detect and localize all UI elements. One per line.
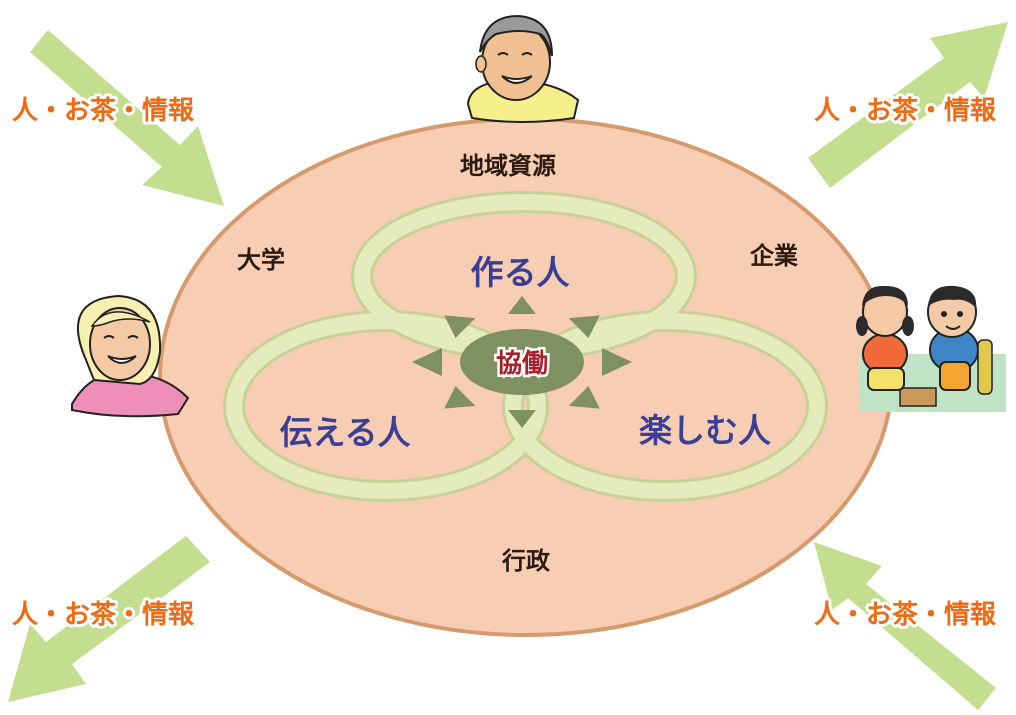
sector-university: 大学 (237, 246, 285, 274)
role-communicators: 伝える人 (279, 413, 410, 452)
role-enjoyers: 楽しむ人 (639, 411, 771, 450)
ray-triangle-2 (602, 348, 632, 376)
center-badge (460, 329, 584, 395)
ray-triangle-0 (508, 296, 536, 314)
ray-triangle-4 (508, 410, 536, 428)
arrow-in-top-left-icon (30, 30, 224, 206)
ray-triangle-1 (568, 315, 600, 338)
woman-illustration (71, 294, 190, 418)
children-picnic-illustration (856, 285, 1006, 412)
arrow-out-bottom-left-icon (8, 536, 210, 702)
ray-triangle-7 (444, 315, 476, 338)
role-makers: 作る人 (471, 253, 570, 292)
elderly-man-illustration (466, 14, 580, 123)
ray-triangle-5 (444, 386, 476, 409)
sector-community-resources: 地域資源 (460, 152, 556, 180)
radiating-triangles (412, 296, 632, 428)
ray-triangle-3 (568, 386, 600, 409)
arrow-out-top-right-icon (808, 22, 1008, 188)
flow-label-top-right: 人・お茶・情報 (814, 96, 997, 126)
sector-government: 行政 (501, 547, 550, 575)
ray-triangle-6 (412, 348, 442, 376)
role-rings (223, 191, 828, 502)
center-label: 協働 (496, 349, 548, 379)
arrow-in-bottom-right-icon (814, 542, 996, 710)
flow-label-bottom-left: 人・お茶・情報 (12, 600, 195, 630)
sector-companies: 企業 (750, 242, 798, 270)
flow-arrows (8, 22, 1008, 710)
flow-label-top-left: 人・お茶・情報 (12, 96, 195, 126)
flow-label-bottom-right: 人・お茶・情報 (814, 600, 997, 630)
